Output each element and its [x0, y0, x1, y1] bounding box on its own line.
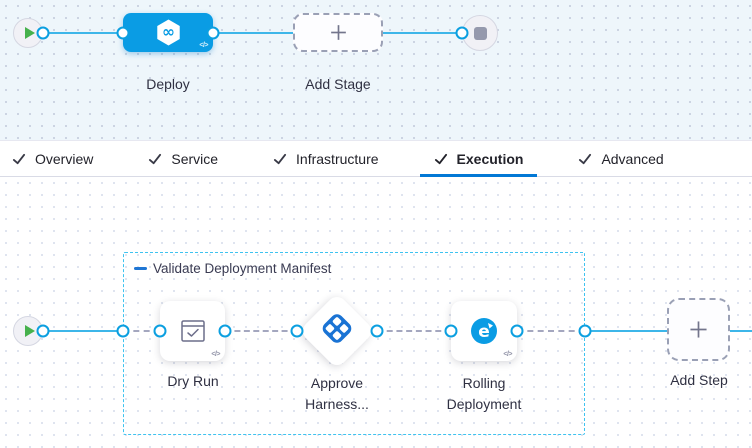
tab-label: Overview [35, 150, 94, 167]
window-check-icon [180, 320, 205, 342]
connector-port [153, 324, 167, 338]
connector-port [36, 26, 50, 40]
connector-dashed-line [517, 330, 585, 332]
step-label-approve: Approve Harness... [305, 375, 369, 412]
step-node-rolling-deployment[interactable]: e </> [451, 301, 517, 361]
tab-label: Execution [456, 150, 524, 167]
add-stage-label: Add Stage [305, 76, 371, 92]
add-stage-button[interactable] [293, 13, 383, 52]
connector-line [383, 32, 462, 34]
connector-line [730, 330, 752, 332]
check-icon [273, 153, 287, 164]
tab-label: Service [171, 150, 219, 167]
play-icon [24, 27, 35, 39]
step-group-title: Validate Deployment Manifest [153, 261, 332, 276]
tab-service[interactable]: Service [148, 141, 218, 176]
yaml-code-icon[interactable]: </> [211, 351, 220, 358]
check-icon [12, 153, 26, 164]
connector-dashed-line [123, 330, 160, 332]
connector-port [290, 324, 304, 338]
plus-icon [690, 321, 707, 338]
connector-port [444, 324, 458, 338]
harness-cd-icon: ∞ [156, 19, 180, 46]
tab-label: Infrastructure [296, 150, 379, 167]
collapse-group-icon[interactable] [134, 267, 147, 270]
tab-label: Advanced [601, 150, 664, 167]
step-label-dry-run: Dry Run [167, 373, 219, 389]
connector-port [370, 324, 384, 338]
connector-port [36, 324, 50, 338]
rolling-update-icon: e [471, 318, 497, 344]
svg-text:∞: ∞ [162, 23, 175, 41]
connector-port [206, 26, 220, 40]
connector-port [578, 324, 592, 338]
active-tab-underline [419, 174, 538, 177]
plus-icon [330, 25, 346, 40]
stage-label-deploy: Deploy [146, 76, 190, 92]
check-icon [434, 153, 447, 164]
yaml-code-icon[interactable]: </> [503, 351, 512, 358]
connector-line [43, 32, 123, 34]
connector-line [213, 32, 293, 34]
svg-text:e: e [478, 322, 490, 342]
stage-config-tabbar: Overview Service Infrastructure Executio… [0, 140, 752, 177]
tab-overview[interactable]: Overview [12, 141, 93, 176]
step-group-frame [123, 252, 585, 435]
connector-line [43, 330, 123, 332]
tab-execution[interactable]: Execution [419, 141, 538, 177]
tab-advanced[interactable]: Advanced [578, 141, 664, 176]
stage-node-deploy[interactable]: ∞ </> [123, 13, 213, 52]
stage-graph-canvas: ∞ </> Deploy Add Stage [0, 0, 752, 140]
add-step-label: Add Step [670, 372, 728, 388]
connector-line [585, 330, 667, 332]
connector-dashed-line [377, 330, 451, 332]
execution-graph-canvas: Validate Deployment Manifest </> [0, 177, 752, 448]
stop-icon [473, 26, 487, 40]
step-group-header: Validate Deployment Manifest [134, 261, 331, 276]
connector-port [510, 324, 524, 338]
yaml-code-icon[interactable]: </> [199, 42, 208, 49]
play-icon [24, 325, 35, 337]
connector-port [455, 26, 469, 40]
step-label-rolling-deployment: Rolling Deployment [446, 375, 522, 412]
add-step-button[interactable] [667, 298, 730, 361]
step-node-dry-run[interactable]: </> [160, 301, 225, 361]
connector-port [116, 26, 130, 40]
harness-approval-icon[interactable] [319, 311, 355, 352]
connector-port [116, 324, 130, 338]
tab-infrastructure[interactable]: Infrastructure [273, 141, 379, 176]
connector-port [218, 324, 232, 338]
check-icon [579, 153, 592, 164]
check-icon [149, 153, 162, 164]
connector-dashed-line [225, 330, 297, 332]
